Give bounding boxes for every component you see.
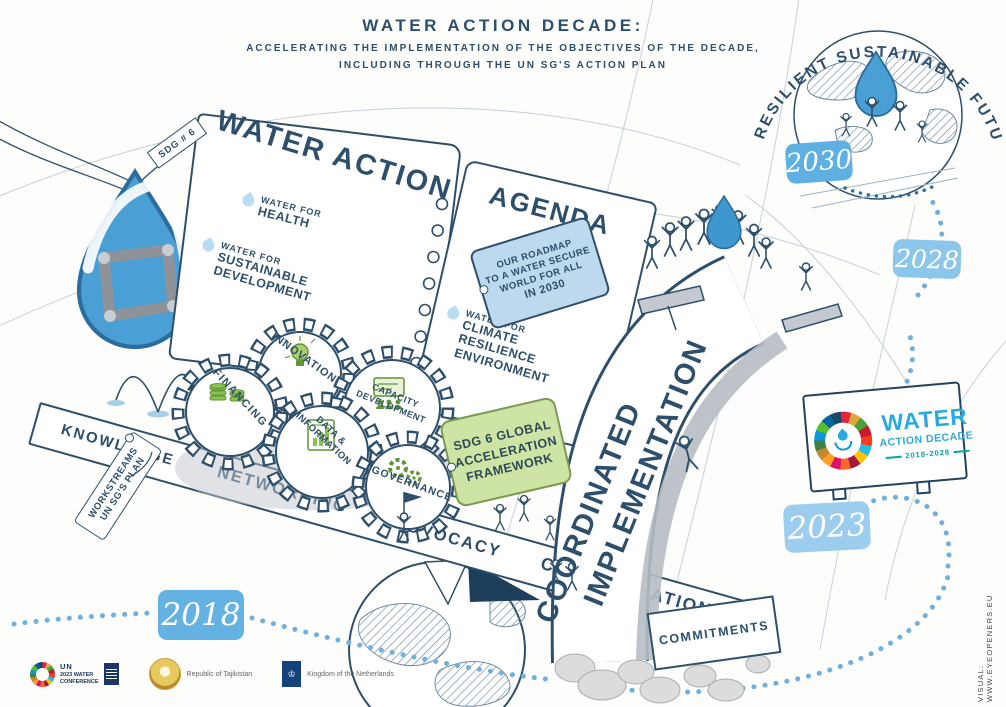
dark-dotted-path (843, 182, 940, 199)
tajikistan-label: Republic of Tajikistan (186, 670, 253, 678)
billboard-years: 2018-2028 (904, 447, 951, 461)
milestone-2030: 2030 (784, 139, 854, 185)
crowd-on-arch (643, 195, 774, 269)
drop-bullet-icon (200, 237, 217, 254)
sdg-wheel-icon (30, 661, 55, 687)
netherlands-emblem-icon: ♔ (282, 661, 302, 687)
visual-credit: VISUAL: WWW.EYEOPENERS.EU (976, 594, 994, 703)
future-children (840, 96, 928, 143)
netherlands-logo: ♔ Kingdom of the Netherlands (282, 661, 394, 687)
milestone-2023: 2023 (782, 500, 872, 554)
tajikistan-logo: Republic of Tajikistan (148, 658, 253, 690)
footer-logos: UN 2023 WATER CONFERENCE Republic of Taj… (30, 658, 394, 690)
drop-bullet-icon (240, 192, 257, 209)
beam-label-networking: NETWORKING (215, 463, 350, 517)
milestone-2018: 2018 (158, 590, 244, 640)
sdg-wheel-icon (811, 409, 875, 473)
drop-bullet-icon (445, 305, 462, 322)
tajikistan-emblem-icon (148, 658, 181, 690)
dash-rule (885, 455, 902, 459)
springboard-figure (798, 262, 814, 291)
un-2023-water-conference-logo: UN 2023 WATER CONFERENCE (30, 661, 119, 687)
un-logo-line: 2023 WATER (60, 671, 94, 678)
un-logo-line: UN (60, 662, 73, 672)
sdg-wheel-center (823, 421, 863, 461)
milestone-2028: 2028 (892, 238, 962, 280)
beam-label-advocacy: ADVOCACY (392, 513, 504, 562)
springboard-plank (781, 303, 843, 333)
un-logo-line: CONFERENCE (60, 678, 99, 685)
poster-subtitle-line2: INCLUDING THROUGH THE UN SG'S ACTION PLA… (339, 60, 667, 71)
water-action-decade-billboard: WATER ACTION DECADE 2018-2028 (802, 381, 974, 493)
poster-subtitle-line1: ACCELERATING THE IMPLEMENTATION OF THE O… (246, 43, 760, 54)
celebrated-water-drop (706, 195, 742, 250)
un-conference-mark (103, 663, 119, 685)
dash-rule (953, 449, 970, 453)
netherlands-label: Kingdom of the Netherlands (307, 670, 394, 678)
bounce-arrow (107, 373, 196, 418)
poster-title: WATER ACTION DECADE: (362, 16, 644, 35)
hands-cup-icon (834, 440, 853, 452)
gear-label-data-information: DATA & INFORMATION (293, 410, 354, 468)
